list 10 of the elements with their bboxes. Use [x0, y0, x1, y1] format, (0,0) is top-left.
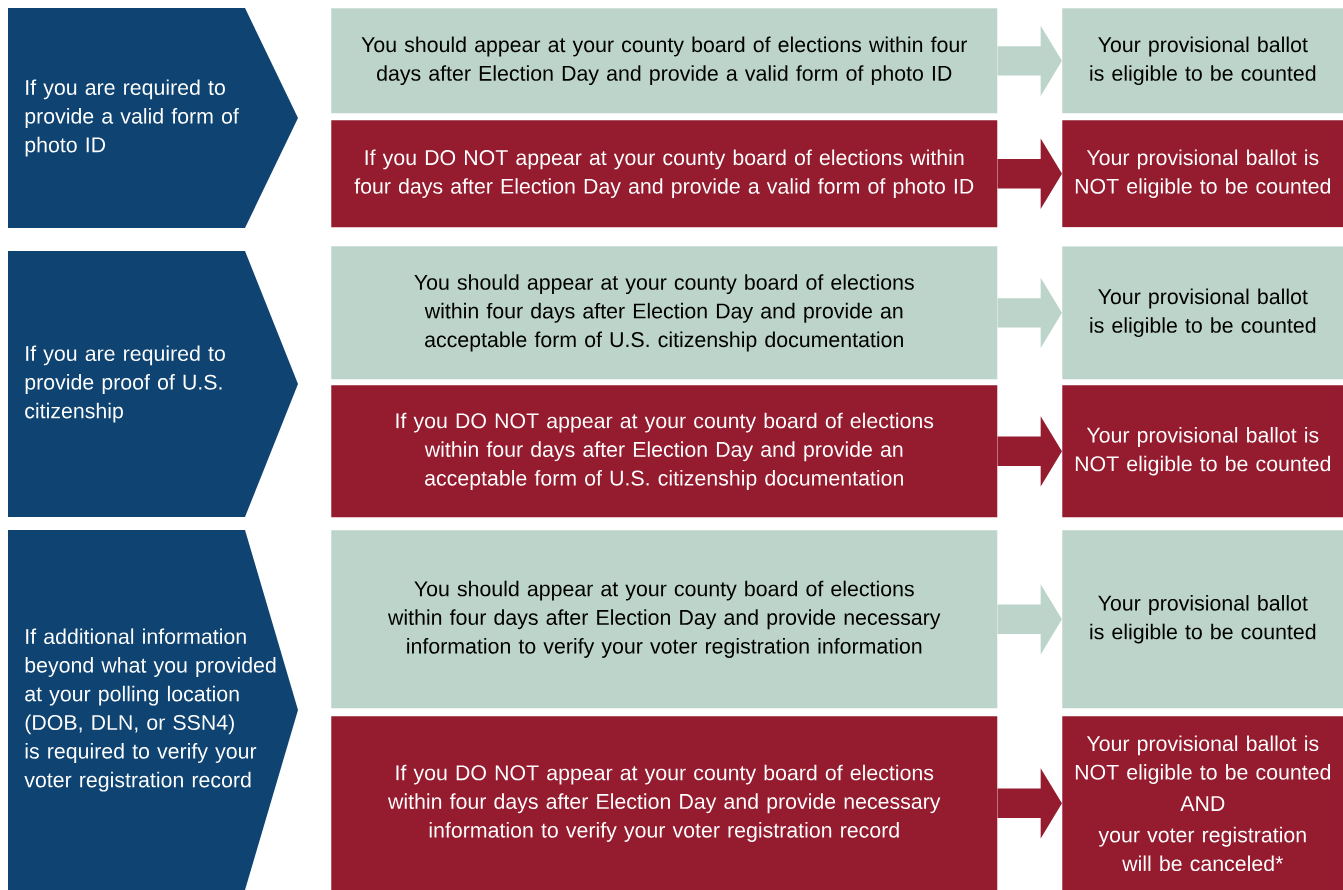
text-box: If you DO NOT appear at your county board of elections within four days after Election Day and provide necessary information to verify your voter registration record	[331, 716, 998, 890]
text-box: You should appear at your county board of elections within four days after Election Day and provide an acceptable form of U.S. citizenship documentation	[331, 246, 998, 380]
text-box: You should appear at your county board of elections within four days after Election Day and provide necessary information to verify your voter registration information	[331, 530, 998, 709]
text-box: Your provisional ballot is NOT eligible to be counted	[1062, 385, 1343, 518]
text-box: If you DO NOT appear at your county board of elections within four days after Election Day and provide an acceptable form of U.S. citizenship documentation	[331, 385, 998, 518]
text-box: Your provisional ballot is NOT eligible to be counted AND your voter registration will be canceled*	[1062, 716, 1343, 890]
text-box: If you DO NOT appear at your county board of elections within four days after Election Day and provide a valid form of photo ID	[331, 120, 998, 228]
text-box: Your provisional ballot is eligible to be counted	[1062, 530, 1343, 709]
text-box: Your provisional ballot is eligible to be counted	[1062, 246, 1343, 380]
text-box: You should appear at your county board of elections within four days after Election Day and provide a valid form of photo ID	[331, 8, 998, 114]
